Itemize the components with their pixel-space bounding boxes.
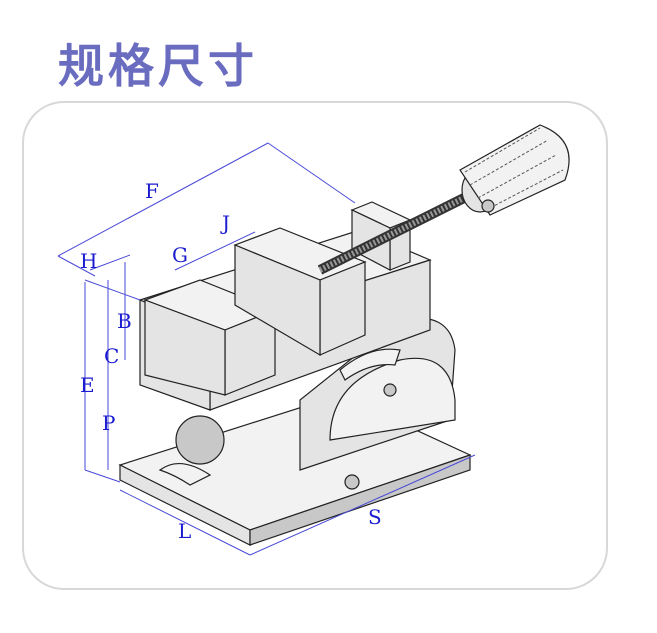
dimension-lines bbox=[57, 142, 476, 556]
dim-label-j: J bbox=[220, 211, 230, 235]
dim-label-e: E bbox=[80, 373, 95, 397]
vise-screw bbox=[317, 124, 570, 275]
dim-label-g: G bbox=[172, 243, 188, 267]
dim-label-h: H bbox=[80, 249, 97, 273]
vise-swivel bbox=[175, 317, 456, 490]
dim-label-c: C bbox=[104, 344, 119, 368]
diagram-frame bbox=[22, 101, 608, 590]
dim-label-l: L bbox=[178, 519, 191, 543]
page-title: 规格尺寸 bbox=[58, 39, 258, 93]
dim-label-b: B bbox=[117, 309, 132, 333]
dim-label-p: P bbox=[102, 411, 115, 435]
dim-label-f: F bbox=[145, 179, 159, 203]
dim-label-s: S bbox=[368, 505, 382, 529]
